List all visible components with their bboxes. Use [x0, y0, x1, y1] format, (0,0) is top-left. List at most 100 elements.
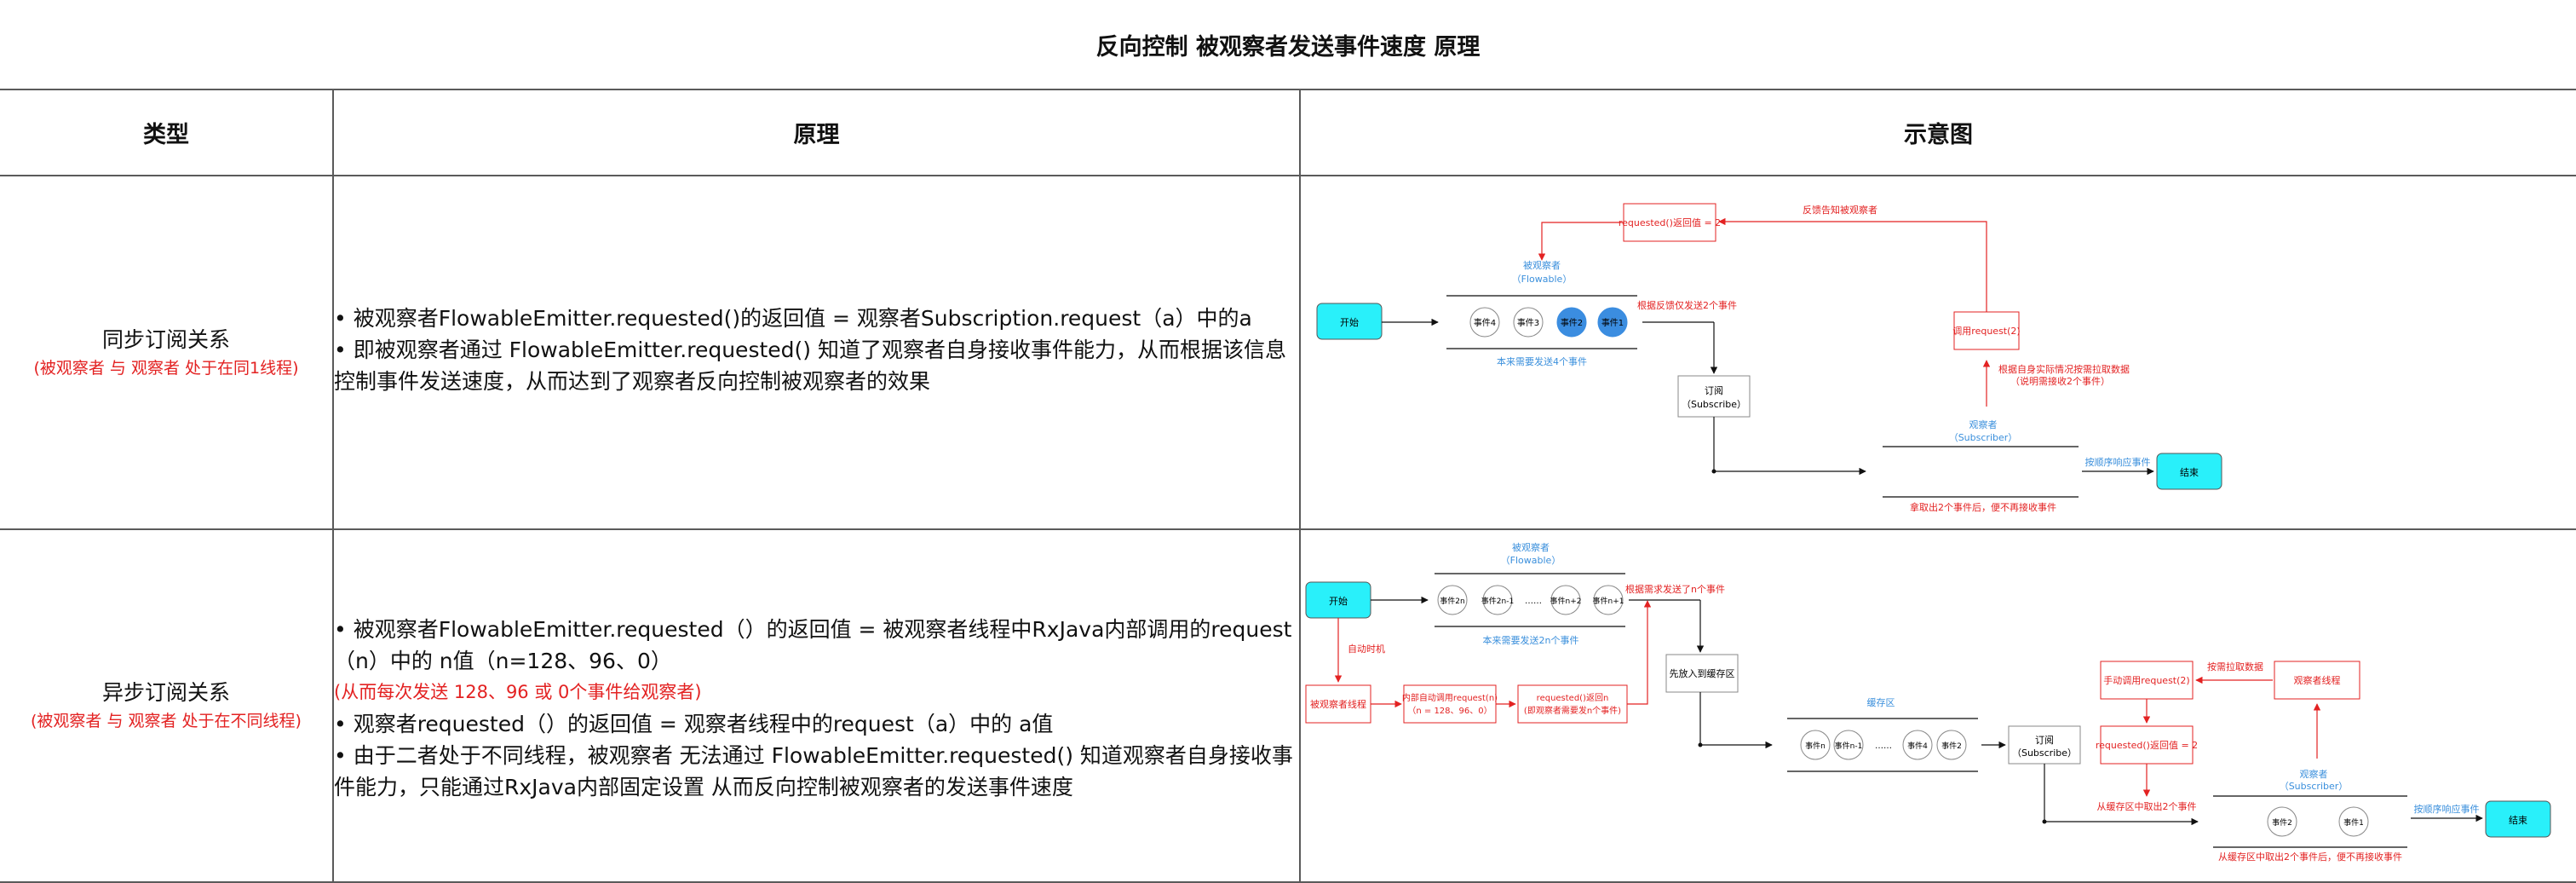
thread-box	[1305, 684, 1371, 724]
start-node	[1316, 303, 1383, 340]
type-note: (被观察者 与 观察者 处于在同1线程)	[33, 358, 299, 378]
send-note: 根据反馈仅发送2个事件	[1637, 299, 1737, 311]
observer-thread-box	[2274, 661, 2360, 700]
auto-request-box	[1403, 684, 1497, 724]
event-label: 事件n+2	[1550, 596, 1582, 606]
observable-label: 被观察者	[1512, 541, 1550, 553]
header-principle: 原理	[793, 121, 840, 148]
cache-event-circle	[1833, 730, 1864, 760]
cache-event-label: 事件2	[1941, 741, 1962, 751]
auto-request-label: 内部自动调用request(n)	[1402, 692, 1498, 703]
requested-n-label: (即观察者需要发n个事件)	[1524, 705, 1621, 716]
event-label: 事件2	[1561, 317, 1583, 328]
requested-n-box	[1517, 684, 1628, 724]
cache-event-label: 事件4	[1907, 741, 1928, 751]
grid-line	[1299, 89, 1301, 883]
grid-line	[332, 89, 334, 883]
grid-line	[0, 881, 2576, 883]
type-label: 同步订阅关系	[101, 326, 230, 352]
cache-box-label: 先放入到缓存区	[1670, 667, 1735, 679]
observer-caption: 从缓存区中取出2个事件后，便不再接收事件	[2218, 851, 2402, 863]
observer-event-circle	[2267, 806, 2297, 837]
subscribe-box	[1677, 375, 1751, 418]
header-diagram: 示意图	[1904, 121, 1973, 148]
send-note: 根据需求发送了n个事件	[1625, 583, 1725, 595]
cache-event-label: 事件n	[1805, 741, 1826, 751]
start-label: 开始	[1340, 316, 1359, 328]
manual-request-label: 手动调用request(2)	[2103, 674, 2189, 686]
principle-note: (从而每次发送 128、96 或 0个事件给观察者)	[334, 682, 702, 702]
requested-2-label: requested()返回值 = 2	[2096, 740, 2198, 751]
requested-box	[1623, 203, 1716, 242]
cache-event-circle	[1936, 730, 1967, 760]
observer-type: （Subscriber）	[1949, 432, 2018, 443]
event-circle	[1513, 307, 1544, 338]
principle-line: • 被观察者FlowableEmitter.requested()的返回值 = …	[334, 306, 1252, 331]
observer-label: 观察者	[2300, 768, 2328, 780]
row-async-principle: • 被观察者FlowableEmitter.requested（）的返回值 = …	[334, 614, 1295, 803]
subscribe-label: 订阅	[2035, 735, 2054, 746]
event-circle	[1556, 307, 1587, 338]
event-circle	[1593, 585, 1624, 615]
grid-line	[0, 89, 2576, 90]
event-circle	[1469, 307, 1500, 338]
event-circle	[1437, 585, 1468, 615]
principle-line: • 被观察者FlowableEmitter.requested（）的返回值 = …	[334, 617, 1292, 673]
event-label: 事件1	[1601, 317, 1624, 328]
event-label: 事件2n-1	[1481, 596, 1514, 606]
row-sync-type: 同步订阅关系 (被观察者 与 观察者 处于在同1线程)	[0, 176, 332, 528]
cache-event-circle	[1902, 730, 1933, 760]
request-note: 根据自身实际情况按需拉取数据	[1998, 363, 2130, 375]
feedback-note: 反馈告知被观察者	[1803, 204, 1877, 216]
observer-label: 观察者	[1969, 418, 1998, 430]
auto-request-label: （n = 128、96、0）	[1407, 706, 1492, 716]
observable-type: （Flowable）	[1512, 274, 1573, 285]
event-label: 事件2n	[1440, 596, 1464, 606]
start-label: 开始	[1329, 595, 1348, 607]
type-note: (被观察者 与 观察者 处于在不同线程)	[31, 712, 302, 730]
events-caption: 本来需要发送4个事件	[1497, 355, 1587, 367]
take-note: 从缓存区中取出2个事件	[2097, 800, 2197, 812]
arrow	[1627, 600, 1652, 705]
observer-type: （Subscriber）	[2280, 781, 2349, 792]
cache-box	[1665, 654, 1739, 693]
auto-label: 自动时机	[1348, 643, 1385, 655]
subscribe-label: （Subscribe）	[2012, 747, 2077, 759]
cache-event-label: 事件n-1	[1835, 741, 1863, 751]
end-label: 结束	[2509, 815, 2527, 826]
respond-label: 按顺序响应事件	[2085, 456, 2151, 468]
requested-label: requested()返回值 = 2	[1619, 217, 1721, 228]
observer-thread-label: 观察者线程	[2294, 674, 2341, 686]
end-label: 结束	[2180, 467, 2199, 478]
event-circle	[1597, 307, 1628, 338]
requested-n-label: requested()返回n	[1537, 693, 1609, 703]
row-async-type: 异步订阅关系 (被观察者 与 观察者 处于在不同线程)	[0, 530, 332, 881]
observer-event-circle	[2338, 806, 2369, 837]
principle-line: • 观察者requested（）的返回值 = 观察者线程中的request（a）…	[334, 712, 1054, 736]
event-label: 事件n+1	[1593, 596, 1624, 606]
arrow	[1538, 222, 1624, 261]
observer-caption: 拿取出2个事件后，便不再接收事件	[1910, 501, 2056, 513]
observer-event-label: 事件2	[2272, 817, 2292, 828]
event-ellipsis: ……	[1525, 597, 1542, 606]
page-title: 反向控制 被观察者发送事件速度 原理	[1095, 33, 1481, 61]
grid-line	[0, 175, 2576, 176]
pull-label: 按需拉取数据	[2207, 661, 2263, 672]
respond-label: 按顺序响应事件	[2414, 803, 2480, 815]
cache-event-ellipsis: ……	[1875, 742, 1892, 751]
manual-request-box	[2100, 661, 2194, 700]
type-label: 异步订阅关系	[101, 680, 230, 705]
principle-line: • 由于二者处于不同线程，被观察者 无法通过 FlowableEmitter.r…	[334, 743, 1293, 799]
end-node	[2156, 453, 2222, 490]
end-node	[2485, 800, 2551, 838]
subscribe-label: （Subscribe）	[1682, 399, 1746, 410]
subscribe-label: 订阅	[1705, 385, 1723, 396]
events-caption: 本来需要发送2n个事件	[1483, 634, 1579, 646]
observable-label: 被观察者	[1523, 259, 1561, 271]
request-note: （说明需接收2个事件）	[2010, 375, 2110, 387]
header-type: 类型	[143, 121, 189, 148]
event-circle	[1550, 585, 1581, 615]
